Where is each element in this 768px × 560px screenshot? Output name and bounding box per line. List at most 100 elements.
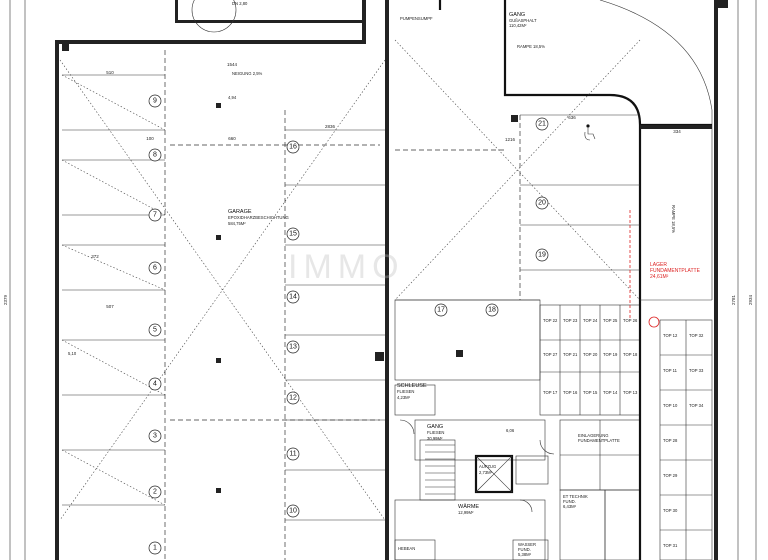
svg-text:FUNDAMENTPLATTE: FUNDAMENTPLATTE	[650, 268, 701, 274]
parking-space-15: 15	[286, 227, 300, 241]
pump-sump-label: PUMPENSUMPF	[400, 16, 433, 21]
outer-wall-north-left	[55, 40, 365, 44]
svg-text:24,61M²: 24,61M²	[650, 274, 669, 280]
ramp-edge	[640, 125, 712, 129]
svg-text:GANG: GANG	[509, 12, 525, 18]
parking-space-10: 10	[286, 504, 300, 518]
wall-top-left-b	[175, 20, 365, 23]
dim-1216: 1216	[505, 137, 516, 142]
parking-space-19: 19	[535, 248, 549, 262]
svg-text:18: 18	[488, 307, 496, 314]
dim-334: 334	[673, 129, 681, 134]
svg-text:2: 2	[153, 489, 157, 496]
storage-unit-label: TOP 17	[543, 390, 558, 395]
svg-text:AUFZUG: AUFZUG	[479, 464, 496, 469]
parking-space-14: 14	[286, 290, 300, 304]
storage-unit-label: TOP 11	[663, 368, 678, 373]
room-label-lager: LAGER FUNDAMENTPLATTE 24,61M²	[650, 262, 701, 280]
room-label-waerme: WÄRME 12,99M²	[458, 503, 479, 515]
ramp-curve-outer	[599, 0, 713, 300]
storage-unit-label: TOP 22	[543, 318, 558, 323]
svg-text:1: 1	[153, 545, 157, 552]
svg-text:ET TECHNIK: ET TECHNIK	[563, 494, 588, 499]
dim-636: 636	[568, 115, 576, 120]
outer-wall-east	[714, 0, 718, 560]
outer-wall-west	[55, 40, 59, 560]
room-label-gang-mid: GANG FLIESEN 30,99M²	[427, 424, 444, 441]
ramp-label-b: RAMPE 18,5%	[671, 205, 676, 233]
level-606: 6,06	[506, 428, 515, 433]
parking-grid-middle	[59, 59, 386, 560]
dim-top: DN 2,80	[232, 1, 248, 6]
dim-2934: 2934	[748, 294, 753, 305]
room-label-hebean: HEBEAN	[398, 546, 415, 551]
svg-text:WASSER: WASSER	[518, 542, 536, 547]
dim-100: 100	[146, 136, 154, 141]
storage-unit-label: TOP 27	[543, 352, 558, 357]
parking-space-4: 4	[148, 377, 162, 391]
storage-unit-label: TOP 28	[663, 438, 678, 443]
svg-text:LAGER: LAGER	[650, 262, 667, 268]
storage-unit-label: TOP 31	[663, 543, 678, 548]
parking-space-18: 18	[485, 303, 499, 317]
svg-text:110,42M²: 110,42M²	[509, 23, 527, 28]
svg-text:4: 4	[153, 381, 157, 388]
parking-space-2: 2	[148, 485, 162, 499]
center-wall	[385, 0, 389, 560]
storage-compartments	[539, 299, 713, 560]
red-marker	[648, 316, 660, 328]
svg-text:9: 9	[153, 98, 157, 105]
storage-unit-label: TOP 34	[689, 403, 704, 408]
level-494: 4,94	[228, 95, 237, 100]
storage-unit-label: TOP 10	[663, 403, 678, 408]
svg-text:584,75M²: 584,75M²	[228, 221, 246, 226]
room-label-schleuse: SCHLEUSE FLIESEN 4,23M²	[397, 383, 427, 400]
parking-space-7: 7	[148, 208, 162, 222]
svg-text:GARAGE: GARAGE	[228, 209, 252, 215]
parking-space-17: 17	[434, 303, 448, 317]
svg-text:HEBEAN: HEBEAN	[398, 546, 415, 551]
room-label-wasser: WASSER FUND. 5,38M²	[518, 542, 536, 557]
parking-space-21: 21	[535, 117, 549, 131]
parking-space-16: 16	[286, 140, 300, 154]
column-markers	[62, 0, 728, 493]
svg-text:4,23M²: 4,23M²	[397, 395, 411, 400]
svg-text:2,73M²: 2,73M²	[479, 470, 493, 475]
parking-space-5: 5	[148, 323, 162, 337]
storage-unit-label: TOP 24	[583, 318, 598, 323]
parking-space-6: 6	[148, 261, 162, 275]
room-label-et-technik: ET TECHNIK FUND. 6,43M²	[563, 494, 588, 509]
storage-unit-label: TOP 29	[663, 473, 678, 478]
storage-unit-label: TOP 16	[563, 390, 578, 395]
dim-510: 510	[106, 70, 114, 75]
svg-text:FLIESEN: FLIESEN	[397, 389, 414, 394]
svg-text:3: 3	[153, 433, 157, 440]
dim-372: 372	[91, 254, 99, 259]
dim-2781: 2781	[731, 294, 736, 305]
svg-text:EPOXIDHARZBESCHICHTUNG: EPOXIDHARZBESCHICHTUNG	[228, 215, 289, 220]
parking-space-13: 13	[286, 340, 300, 354]
svg-text:6,43M²: 6,43M²	[563, 504, 577, 509]
svg-text:FUND.: FUND.	[518, 547, 531, 552]
svg-text:21: 21	[538, 121, 546, 128]
room-label-garage: GARAGE EPOXIDHARZBESCHICHTUNG 584,75M²	[228, 209, 289, 226]
storage-unit-label: TOP 30	[663, 508, 678, 513]
svg-text:17: 17	[437, 307, 445, 314]
svg-text:FUND.: FUND.	[563, 499, 576, 504]
storage-unit-label: TOP 23	[563, 318, 578, 323]
room-label-gang-top: GANG GUßASPHALT 110,42M²	[509, 12, 537, 28]
svg-text:19: 19	[538, 252, 546, 259]
level-510: 5,10	[68, 351, 77, 356]
svg-text:SCHLEUSE: SCHLEUSE	[397, 383, 427, 389]
parking-space-9: 9	[148, 94, 162, 108]
storage-unit-label: TOP 26	[623, 318, 638, 323]
storage-unit-label: TOP 21	[563, 352, 578, 357]
svg-text:GANG: GANG	[427, 424, 443, 430]
svg-text:12: 12	[289, 395, 297, 402]
storage-unit-label: TOP 13	[623, 390, 638, 395]
storage-unit-label: TOP 33	[689, 368, 704, 373]
svg-text:WÄRME: WÄRME	[458, 503, 479, 510]
storage-unit-label: TOP 19	[603, 352, 618, 357]
